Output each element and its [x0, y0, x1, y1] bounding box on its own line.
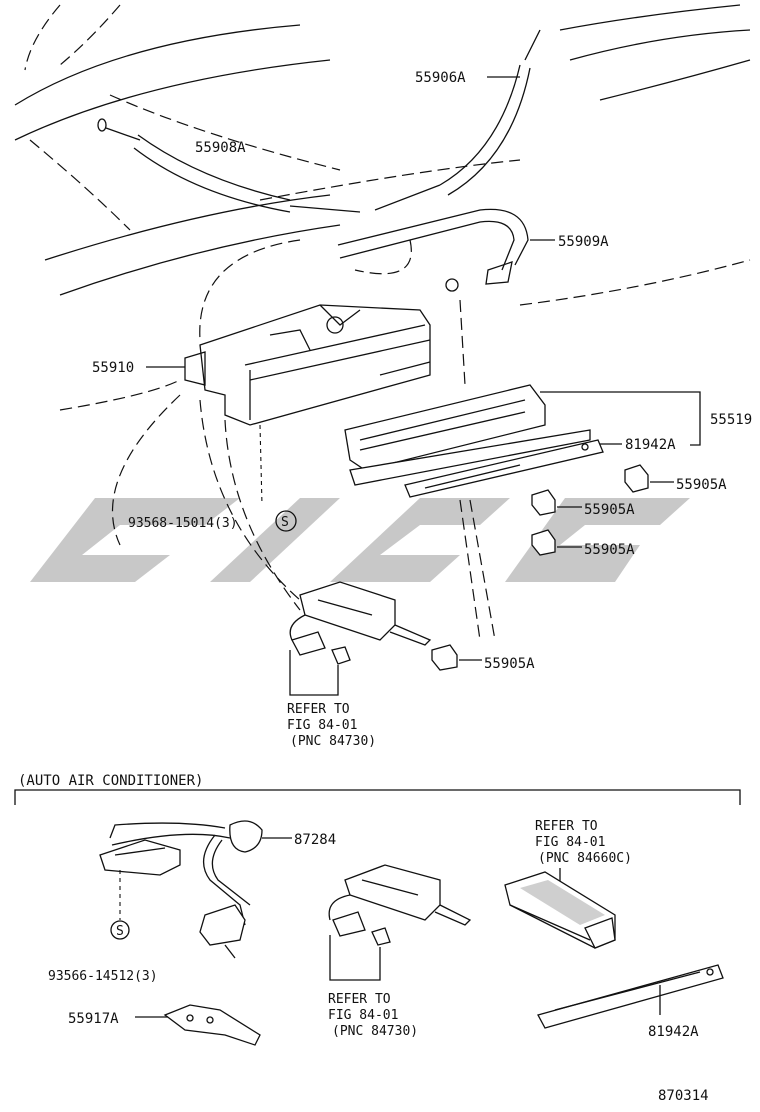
refer3-line2: FIG 84-01: [535, 835, 605, 850]
label-81942a-bottom: 81942A: [648, 1024, 699, 1040]
label-81942a-top: 81942A: [625, 437, 676, 453]
refer1-line2: FIG 84-01: [287, 718, 357, 733]
figure-number: 870314: [658, 1088, 709, 1104]
control-unit-84660c: [504, 871, 616, 949]
finish-plate-81942a-top: [404, 439, 604, 498]
finish-plate-81942a-bottom: [537, 964, 724, 1029]
label-55910: 55910: [92, 360, 134, 376]
bracket-55917a: [163, 1004, 261, 1046]
watermark-logo: [30, 498, 690, 582]
label-55905a-3: 55905A: [584, 542, 635, 558]
cable-55906a: [374, 29, 541, 211]
label-55905a-1: 55905A: [676, 477, 727, 493]
label-55905a-4: 55905A: [484, 656, 535, 672]
label-55906a: 55906A: [415, 70, 466, 86]
refer3-line3: (PNC 84660C): [538, 851, 632, 866]
section-bracket: [14, 789, 741, 805]
trim-panel-55519: [344, 384, 591, 486]
knob-55905a-1: [624, 464, 649, 493]
label-55917a: 55917A: [68, 1011, 119, 1027]
label-55519: 55519: [710, 412, 752, 428]
label-55905a-2: 55905A: [584, 502, 635, 518]
refer2-line2: FIG 84-01: [328, 1008, 398, 1023]
section-title-auto-ac: (AUTO AIR CONDITIONER): [18, 773, 203, 789]
label-55909a: 55909A: [558, 234, 609, 250]
label-93566-14512: 93566-14512(3): [48, 969, 158, 984]
refer1-line1: REFER TO: [287, 702, 350, 717]
knob-55905a-3: [531, 529, 556, 556]
refer2-line3: (PNC 84730): [332, 1024, 418, 1039]
dashboard-outline: [14, 4, 751, 411]
label-87284: 87284: [294, 832, 336, 848]
sensor-assembly-87284: [99, 820, 263, 959]
label-55908a: 55908A: [195, 140, 246, 156]
screw-symbol-2: S: [110, 920, 130, 940]
switch-assembly-upper: [289, 581, 432, 665]
knob-55905a-2: [531, 489, 556, 516]
cable-55908a: [97, 118, 361, 213]
refer1-line3: (PNC 84730): [290, 734, 376, 749]
cable-55909a: [337, 208, 529, 292]
guide-lines: [112, 239, 496, 641]
label-93568-15014: 93568-15014(3): [128, 516, 238, 531]
switch-assembly-lower: [328, 864, 472, 946]
screw-symbol-1: S: [275, 510, 297, 532]
refer3-line1: REFER TO: [535, 819, 598, 834]
screw-s-mark-2: S: [116, 924, 124, 939]
screw-s-mark-1: S: [281, 515, 289, 530]
refer2-line1: REFER TO: [328, 992, 391, 1007]
knob-55905a-4: [431, 644, 458, 671]
control-head-55910: [184, 304, 431, 426]
